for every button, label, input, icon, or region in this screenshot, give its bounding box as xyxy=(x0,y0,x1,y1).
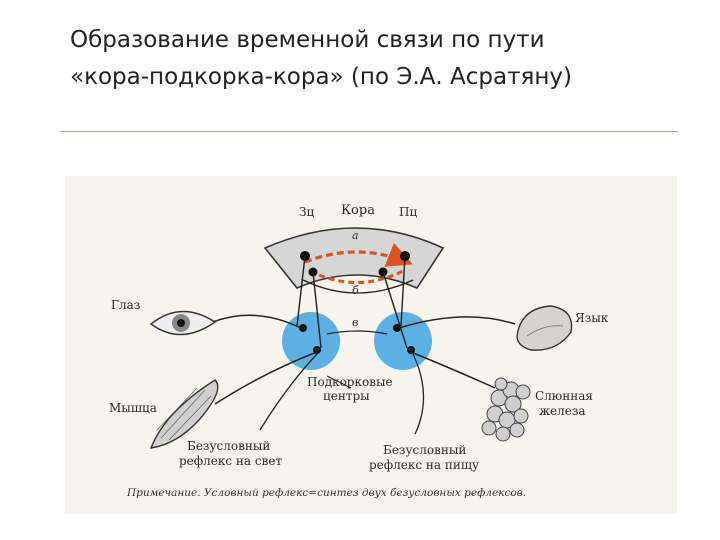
slide-title: Образование временной связи по пути «кор… xyxy=(70,22,690,96)
visual-center-label: Зц xyxy=(299,205,314,219)
reflex-food-line-1: Безусловный xyxy=(383,443,466,457)
gland-nerve xyxy=(411,352,495,388)
subcortex-right xyxy=(374,312,432,370)
eye-label: Глаз xyxy=(111,298,140,312)
reflex-food-line-2: рефлекс на пищу xyxy=(369,458,479,472)
muscle-icon xyxy=(151,380,218,448)
subcortex-label-line-1: Подкорковые xyxy=(307,375,393,389)
taste-center-label: Пц xyxy=(399,205,417,219)
tongue-label: Язык xyxy=(575,311,609,325)
gland-label-line-1: Слюнная xyxy=(535,389,593,403)
muscle-label: Мышца xyxy=(109,401,157,415)
title-line-2: «кора-подкорка-кора» (по Э.А. Асратяну) xyxy=(70,59,690,96)
subcortex-label-line-2: центры xyxy=(323,389,370,403)
reflex-diagram-svg: Кора Зц Пц а б в Глаз Язык Мышца Слюнная… xyxy=(65,176,677,514)
cortex-label: Кора xyxy=(341,203,375,218)
path-a-label: а xyxy=(352,229,359,242)
diagram-note: Примечание. Условный рефлекс=синтез двух… xyxy=(126,487,526,499)
reflex-food-label: Безусловный рефлекс на пищу xyxy=(369,443,479,472)
title-line-1: Образование временной связи по пути xyxy=(70,22,690,59)
reflex-light-line-1: Безусловный xyxy=(187,439,270,453)
gland-icon xyxy=(482,378,530,441)
reflex-light-line-2: рефлекс на свет xyxy=(179,454,282,468)
reflex-diagram: Кора Зц Пц а б в Глаз Язык Мышца Слюнная… xyxy=(65,176,677,514)
gland-label-line-2: железа xyxy=(539,404,586,418)
title-divider xyxy=(60,131,678,132)
path-b-label: б xyxy=(352,284,359,297)
reflex-light-label: Безусловный рефлекс на свет xyxy=(179,439,282,468)
gland-label: Слюнная железа xyxy=(535,389,597,418)
subcortex-label: Подкорковые центры xyxy=(307,375,396,403)
path-v-label: в xyxy=(352,316,358,329)
tongue-icon xyxy=(517,306,572,350)
eye-icon xyxy=(151,311,215,334)
